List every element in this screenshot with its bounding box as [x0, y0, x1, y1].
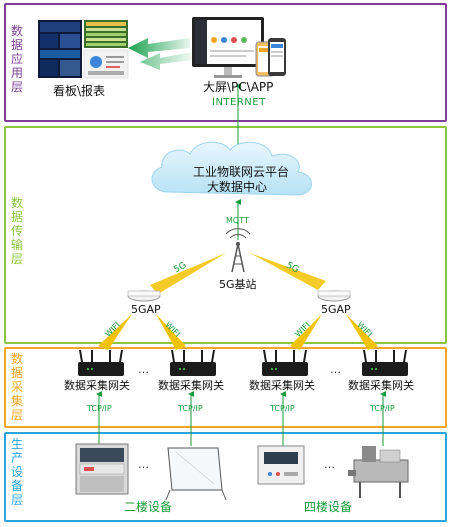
collection-layer-label: 数据采集层	[10, 352, 23, 422]
gateway-label-3: 数据采集网关	[249, 379, 315, 392]
dashboard-screens-image	[38, 20, 129, 79]
tcpip-label-2: TCP/IP	[178, 404, 203, 413]
5gap-label-left: 5GAP	[131, 303, 161, 316]
base-station-label: 5G基站	[219, 278, 257, 291]
tcpip-label-1: TCP/IP	[87, 404, 112, 413]
control-box-equipment	[257, 445, 305, 485]
collection-layer-frame	[4, 347, 447, 428]
monitor-icon	[192, 17, 264, 78]
test-cabinet-equipment	[75, 443, 129, 495]
tcpip-link-lines	[96, 391, 386, 446]
cloud-subtitle: 大数据中心	[207, 180, 268, 194]
gateway-router-icons	[78, 349, 408, 376]
transmission-layer-label: 数据传输层	[10, 196, 23, 266]
tcpip-label-4: TCP/IP	[370, 404, 395, 413]
application-layer-frame	[4, 3, 447, 122]
mobile-phone-icons	[255, 38, 286, 77]
gateway-ellipsis-right: …	[330, 363, 342, 376]
dashboard-report-label: 看板\报表	[53, 84, 106, 98]
gateway-label-1: 数据采集网关	[64, 379, 130, 392]
cloud-title: 工业物联网云平台	[193, 165, 290, 179]
internet-label: INTERNET	[212, 97, 266, 108]
floor4-equipment-label: 四楼设备	[304, 500, 353, 514]
equipment-ellipsis-right: …	[324, 458, 336, 471]
gateway-label-2: 数据采集网关	[158, 379, 224, 392]
production-layer-label: 生产设备层	[10, 437, 23, 507]
5gap-device-left	[127, 290, 161, 302]
5g-beam-left	[150, 253, 226, 294]
transmission-layer-frame	[4, 126, 447, 344]
devices-label: 大屏\PC\APP	[203, 80, 274, 94]
tcpip-label-3: TCP/IP	[270, 404, 295, 413]
floor2-equipment-label: 二楼设备	[124, 500, 173, 514]
data-push-arrow	[128, 38, 192, 70]
5gap-label-right: 5GAP	[321, 303, 351, 316]
base-station-tower-icon	[225, 228, 251, 273]
5g-beam-right	[250, 253, 326, 290]
wifi-beams	[98, 314, 378, 350]
glass-fixture-equipment	[165, 447, 227, 501]
assembly-machine-equipment	[348, 446, 409, 498]
gateway-label-4: 数据采集网关	[348, 379, 414, 392]
application-layer-label: 数据应用层	[10, 24, 23, 94]
equipment-ellipsis-left: …	[138, 458, 150, 471]
5gap-device-right	[317, 290, 351, 302]
production-layer-frame	[4, 432, 447, 522]
mqtt-label: MQTT	[226, 216, 249, 225]
gateway-ellipsis-left: …	[138, 363, 150, 376]
cloud-platform-icon	[151, 141, 312, 196]
